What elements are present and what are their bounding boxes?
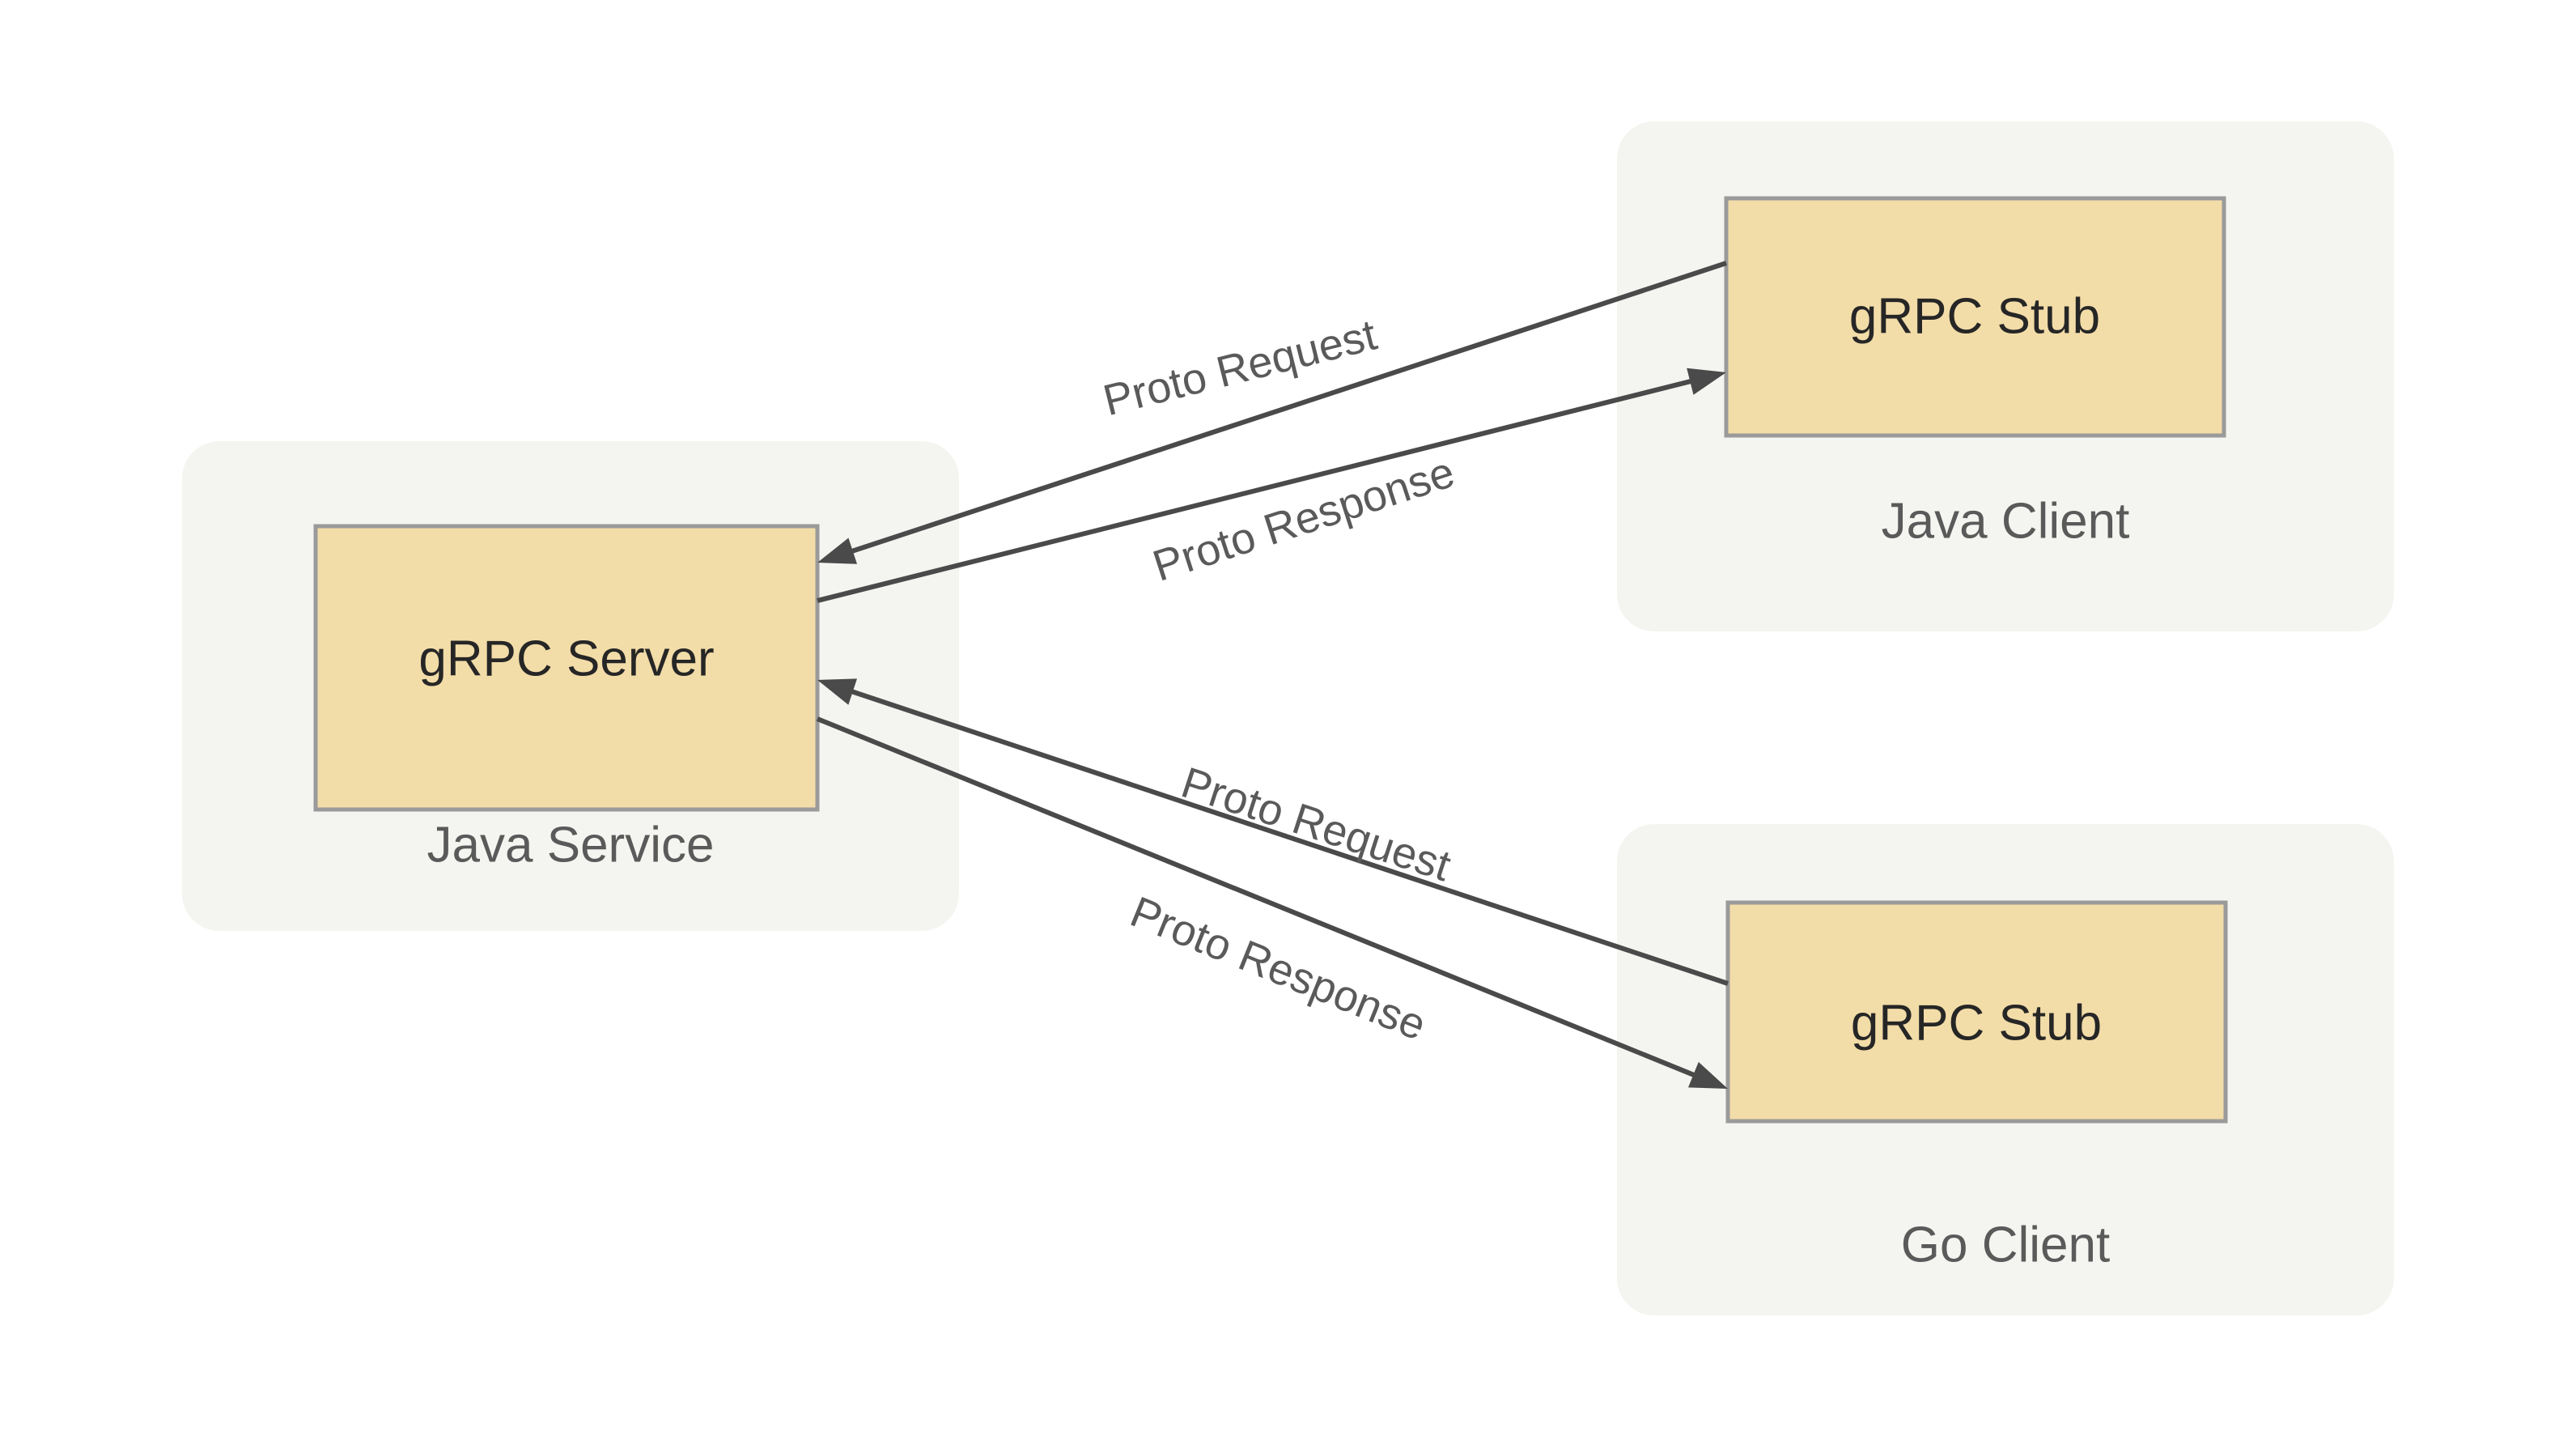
node-rect-grpc-stub-go: [1725, 900, 2228, 1124]
arrowhead-icon-java-request: [1687, 368, 1726, 395]
node-label-grpc-server: gRPC Server: [418, 631, 714, 686]
node-label-grpc-stub-go: gRPC Stub: [1851, 995, 2102, 1051]
edge-line-go-response: [816, 716, 1704, 1081]
group-label-go-client: Go Client: [1901, 1217, 2110, 1273]
arrowhead-icon-go-response: [1688, 1061, 1728, 1089]
edge-line-go-request: [842, 686, 1729, 986]
group-java-service[interactable]: Java Service gRPC Server: [182, 441, 959, 931]
group-java-client[interactable]: Java Client gRPC Stub: [1617, 121, 2394, 631]
edge-line-java-response: [842, 261, 1727, 557]
node-grpc-stub-java[interactable]: gRPC Stub: [1724, 196, 2226, 438]
arrowhead-icon-go-request: [817, 678, 857, 705]
node-rect-grpc-stub-java: [1724, 196, 2226, 438]
node-grpc-server[interactable]: gRPC Server: [313, 524, 820, 812]
edge-label-java-response: Proto Response: [1147, 448, 1460, 591]
arrowhead-icon-java-response: [817, 538, 857, 564]
node-label-grpc-stub-java: gRPC Stub: [1849, 288, 2100, 344]
group-label-java-client: Java Client: [1882, 493, 2130, 549]
edge-label-go-request: Proto Request: [1176, 758, 1457, 891]
node-grpc-stub-go[interactable]: gRPC Stub: [1725, 900, 2228, 1124]
edge-label-go-response: Proto Response: [1124, 887, 1433, 1050]
group-label-java-service: Java Service: [427, 817, 715, 873]
edge-label-java-request: Proto Request: [1098, 311, 1381, 426]
group-go-client[interactable]: Go Client gRPC Stub: [1617, 824, 2394, 1315]
node-rect-grpc-server: [313, 524, 820, 812]
edge-line-java-request: [817, 376, 1701, 603]
